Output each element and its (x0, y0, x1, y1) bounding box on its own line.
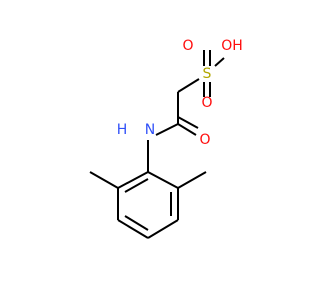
bond-s-oh (214, 57, 225, 67)
atom-o-amide: O (199, 132, 210, 148)
bond-ring-c6-c1 (147, 171, 179, 189)
bond-ring-c1-c2 (117, 171, 149, 189)
atom-oh: OH (221, 38, 243, 54)
bond-ring-c3-c4 (117, 219, 149, 239)
bond-n-carbonyl (155, 123, 179, 136)
atom-n: N (145, 122, 155, 138)
bond-methyl-right (177, 171, 207, 189)
molecule-canvas: OH O S O O N H (89, 38, 243, 239)
bond-carbonyl-o-1 (177, 123, 197, 136)
atom-o-top: O (182, 38, 193, 54)
bond-ring-c4-c5 (147, 219, 179, 239)
bond-methyl-left (89, 171, 119, 189)
bond-carbonyl-o-2 (177, 116, 199, 129)
bond-ring-inner-1 (124, 178, 149, 193)
bond-ch2-s (177, 78, 200, 93)
bond-layer (89, 50, 225, 239)
molecule-diagram: OH O S O O N H (89, 38, 243, 239)
atom-s: S (203, 66, 212, 82)
atom-h-on-n: H (117, 122, 128, 138)
bond-ring-inner-2 (124, 215, 149, 231)
atom-o-bottom: O (201, 95, 212, 111)
label-layer: OH O S O O N H (117, 38, 243, 148)
